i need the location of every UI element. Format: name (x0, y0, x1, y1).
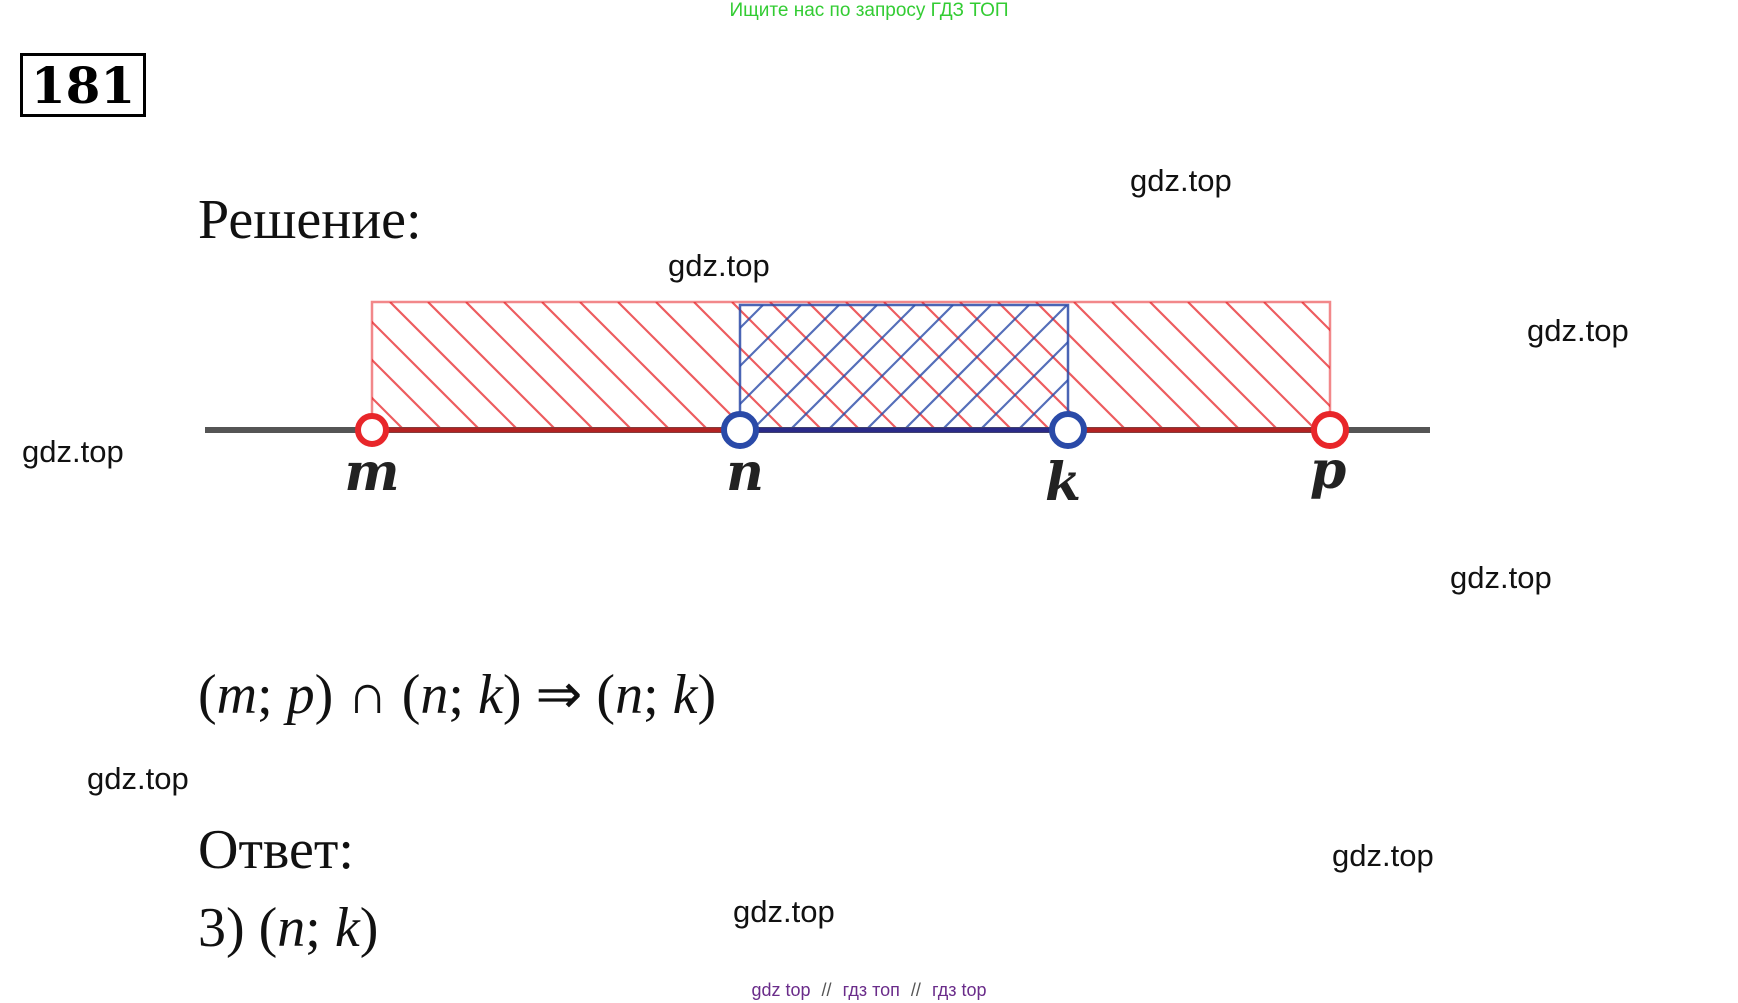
hatch-line (1378, 302, 1506, 430)
hatch-line (372, 358, 443, 430)
hatch-line (1149, 302, 1279, 430)
hatch-line (865, 305, 992, 430)
inner-interval-hatch (600, 305, 1295, 430)
hatch-line (1340, 302, 1468, 430)
hatch-line (731, 302, 861, 430)
point-k-marker (1049, 411, 1087, 449)
point-p-marker (1311, 411, 1349, 449)
hatch-line (740, 305, 840, 406)
hatch-line (1035, 302, 1165, 430)
watermark: gdz.top (1450, 560, 1552, 595)
hatch-line (807, 302, 937, 430)
hatch-line (541, 302, 671, 430)
hatch-line (921, 302, 1051, 430)
formula-var-m: m (216, 664, 258, 726)
hatch-line (372, 396, 405, 430)
bottom-separator: // (821, 980, 832, 1000)
hatch-line (1073, 302, 1203, 430)
top-promo-text: Ищите нас по запросу ГДЗ ТОП (729, 0, 1009, 21)
outer-interval-hatch (200, 302, 1506, 430)
formula-sep-3: ; (643, 664, 673, 726)
hatch-line (693, 302, 823, 430)
point-k-label: k (1045, 452, 1081, 513)
hatch-line (1301, 302, 1330, 332)
watermark: gdz.top (1527, 313, 1629, 348)
hatch-line (579, 302, 709, 430)
bottom-link[interactable]: gdz top (751, 980, 811, 1000)
hatch-line (769, 302, 899, 430)
answer-prefix: 3) ( (198, 897, 278, 959)
point-p-label: p (1310, 440, 1346, 501)
watermark: gdz.top (1332, 838, 1434, 873)
bottom-separator: // (910, 980, 921, 1000)
hatch-line (959, 302, 1089, 430)
formula-implies: ) ⇒ ( (502, 664, 616, 726)
hatch-line (1170, 305, 1295, 430)
answer-heading: Ответ: (198, 819, 354, 881)
hatch-line (1055, 416, 1068, 430)
formula-sep-2: ; (448, 664, 478, 726)
hatch-line (389, 302, 519, 430)
hatch-line (740, 305, 764, 330)
watermark: gdz.top (733, 894, 835, 929)
answer-var-n: n (277, 897, 306, 959)
solution-heading: Решение: (198, 189, 422, 251)
formula-var-k-result: k (672, 664, 698, 726)
hatch-line (1111, 302, 1241, 430)
point-n-label: n (726, 442, 764, 503)
hatch-line (1263, 302, 1330, 370)
hatch-line (903, 305, 1030, 430)
inner-interval-frame (738, 303, 1070, 432)
hatch-line (827, 305, 954, 430)
hatch-line (1187, 302, 1317, 430)
hatch-line (941, 305, 1068, 430)
hatch-line (655, 302, 785, 430)
point-n-marker (721, 411, 759, 449)
hatch-line (883, 302, 1013, 430)
problem-number: 181 (20, 53, 146, 117)
hatch-line (372, 320, 481, 430)
hatch-line (1132, 305, 1257, 430)
outer-interval-frame (370, 300, 1332, 432)
hatch-line (427, 302, 557, 430)
hatch-line (1017, 378, 1068, 430)
hatch-line (617, 302, 747, 430)
hatch-line (465, 302, 595, 430)
watermark: gdz.top (22, 434, 124, 469)
formula-paren-close: ) (697, 664, 717, 726)
hatch-line (1094, 305, 1219, 430)
formula-intersection: ) ∩ ( (314, 664, 421, 726)
hatch-line (600, 305, 725, 430)
hatch-line (845, 302, 975, 430)
hatch-line (238, 302, 366, 430)
hatch-line (997, 302, 1127, 430)
bottom-links: gdz top // гдз топ // гдз top (0, 980, 1738, 1001)
answer-suffix: ) (359, 897, 379, 959)
hatch-line (503, 302, 633, 430)
answer-sep: ; (305, 897, 335, 959)
bottom-link[interactable]: гдз топ (842, 980, 900, 1000)
formula-var-p: p (286, 664, 315, 726)
hatch-line (789, 305, 916, 430)
hatch-line (751, 305, 878, 430)
point-m-label: m (344, 442, 399, 503)
intersection-formula: (m; p) ∩ (n; k) ⇒ (n; k) (198, 662, 716, 727)
answer-text: 3) (n; k) (198, 896, 378, 960)
answer-var-k: k (334, 897, 360, 959)
formula-var-k: k (477, 664, 503, 726)
hatch-line (979, 340, 1068, 430)
watermark: gdz.top (1130, 163, 1232, 198)
hatch-line (1225, 302, 1330, 408)
hatch-line (740, 305, 802, 368)
watermark: gdz.top (668, 248, 770, 283)
formula-var-n: n (420, 664, 449, 726)
formula-paren-open: ( (198, 664, 217, 726)
bottom-link[interactable]: гдз top (931, 980, 987, 1000)
hatch-line (200, 302, 328, 430)
formula-var-n-result: n (615, 664, 644, 726)
formula-sep-1: ; (257, 664, 287, 726)
point-m-marker (355, 413, 389, 447)
watermark: gdz.top (87, 761, 189, 796)
